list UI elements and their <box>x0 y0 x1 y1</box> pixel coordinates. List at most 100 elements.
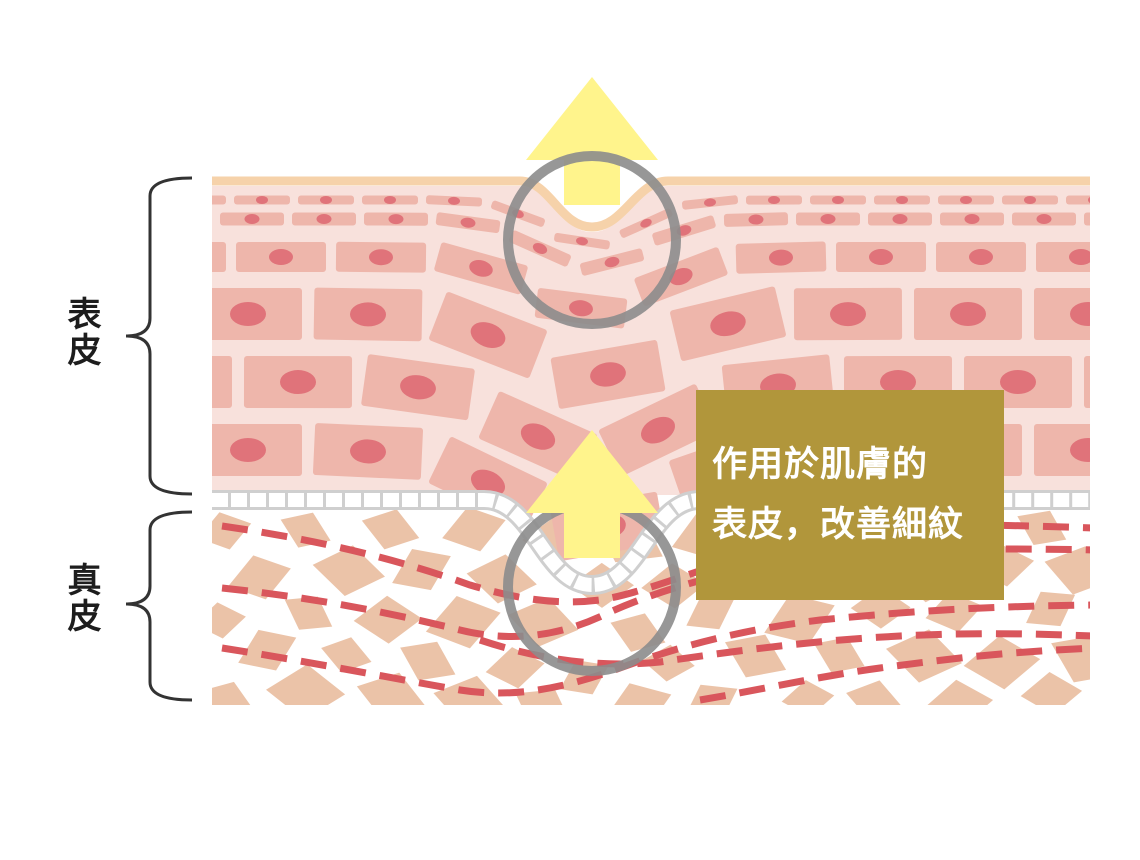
collagen-fiber <box>221 545 1090 641</box>
dermis-cell <box>846 680 903 705</box>
dermis-cell <box>1017 510 1067 546</box>
dermis-cell <box>400 641 456 681</box>
dermis-cell <box>356 672 427 705</box>
lower-up-arrow-icon <box>526 430 658 558</box>
epidermis-cell <box>619 208 673 238</box>
epidermis-cell <box>723 212 789 227</box>
epidermis-cell <box>479 391 597 482</box>
epidermis-cell <box>1033 423 1090 477</box>
epidermis-cell <box>868 212 932 226</box>
dermis-cell <box>280 512 331 548</box>
epidermis-cell <box>297 195 355 205</box>
epidermis-cell <box>312 423 424 480</box>
epidermis-cell <box>234 195 290 205</box>
upper-lift-indicator <box>503 77 681 329</box>
epidermis-cell <box>580 248 644 276</box>
epidermis-cell <box>220 212 284 226</box>
dermis-bracket-icon <box>125 510 193 702</box>
epidermis-cell <box>793 287 903 341</box>
epidermis-cell <box>1084 212 1090 226</box>
epidermis-cell <box>243 355 353 409</box>
dermis-cell <box>284 596 333 630</box>
epidermis-cell <box>936 242 1026 272</box>
dermis-cell <box>212 681 259 705</box>
dermis-cell <box>361 509 420 550</box>
epidermis-cells <box>74 195 1090 561</box>
epidermis-cell <box>509 230 571 267</box>
epidermis-cell <box>429 292 547 378</box>
dermis-label: 真皮 <box>61 562 101 634</box>
epidermis-cell <box>809 195 867 205</box>
epidermis-cell <box>212 212 213 226</box>
epidermis-cell <box>361 195 419 205</box>
epidermis-cell <box>1012 212 1076 226</box>
dermis-cell <box>686 595 734 630</box>
dermis-cell <box>321 637 372 673</box>
dermis-cell <box>924 679 994 705</box>
epidermis-cell <box>363 212 429 226</box>
collagen-fiber <box>478 630 1090 668</box>
lower-lift-indicator <box>503 430 681 676</box>
epidermis-cell <box>550 340 666 409</box>
epidermis-cell <box>1002 195 1058 205</box>
epidermis-cell <box>212 195 227 205</box>
epidermis-cell <box>435 212 501 234</box>
epidermis-cell <box>235 241 327 273</box>
epidermis-cell <box>74 424 182 476</box>
epidermis-cell <box>1035 241 1090 273</box>
callout-line-2: 表皮，改善細紋 <box>712 505 965 545</box>
epidermis-cell <box>913 287 1023 341</box>
epidermis-cell <box>670 286 786 361</box>
epidermis-cell <box>938 195 994 205</box>
dermis-cell <box>1020 672 1083 705</box>
epidermis-cell <box>835 241 927 273</box>
dermis-cell <box>885 629 963 683</box>
upper-ring-icon <box>503 151 681 329</box>
epidermis-cell <box>1033 287 1090 341</box>
dermis-cell <box>1044 546 1090 595</box>
dermis-cell <box>442 506 506 552</box>
dermis-cell <box>781 680 835 705</box>
epidermis-cell <box>335 241 427 273</box>
dermis-cell <box>508 597 579 647</box>
epidermis-bracket-icon <box>125 176 193 496</box>
dermis-cell <box>604 683 672 705</box>
dermis-cell <box>466 554 537 604</box>
epidermis-label: 表皮 <box>61 296 101 368</box>
epidermis-cell <box>735 241 827 274</box>
dermis-cell <box>814 637 865 673</box>
epidermis-cell <box>1083 355 1090 409</box>
dermis-cell <box>764 594 835 644</box>
epidermis-cell <box>212 287 303 341</box>
epidermis-cell <box>425 195 483 207</box>
epidermis-cell <box>554 232 610 250</box>
dermis-cell <box>485 647 545 689</box>
epidermis-cell <box>212 355 233 409</box>
epidermis-cell <box>313 287 423 342</box>
upper-up-arrow-icon <box>526 77 658 205</box>
epidermis-cell <box>212 423 303 477</box>
dermis-cell <box>353 595 423 644</box>
epidermis-cell <box>291 212 357 226</box>
dermis-cell <box>515 689 573 705</box>
basement-membrane <box>212 490 1090 596</box>
callout-line-1: 作用於肌膚的 <box>712 445 929 485</box>
dermis-cell <box>433 675 509 705</box>
epidermis-cell <box>940 212 1004 226</box>
skin-surface <box>212 176 1090 232</box>
epidermis-cell <box>795 212 861 226</box>
epidermis-cell <box>599 384 717 477</box>
dermis-cell <box>266 664 346 705</box>
callout-box: 作用於肌膚的 表皮，改善細紋 <box>696 390 1004 600</box>
dermis-cell <box>312 545 385 597</box>
epidermis-cell <box>1066 195 1090 205</box>
dermis-cell <box>212 512 252 550</box>
dermis-cell <box>425 596 501 649</box>
epidermis-cell <box>434 242 528 295</box>
epidermis-cell <box>361 354 475 421</box>
epidermis-cell <box>681 195 739 210</box>
epidermis-cell <box>745 195 803 205</box>
collagen-fiber <box>699 644 1090 704</box>
